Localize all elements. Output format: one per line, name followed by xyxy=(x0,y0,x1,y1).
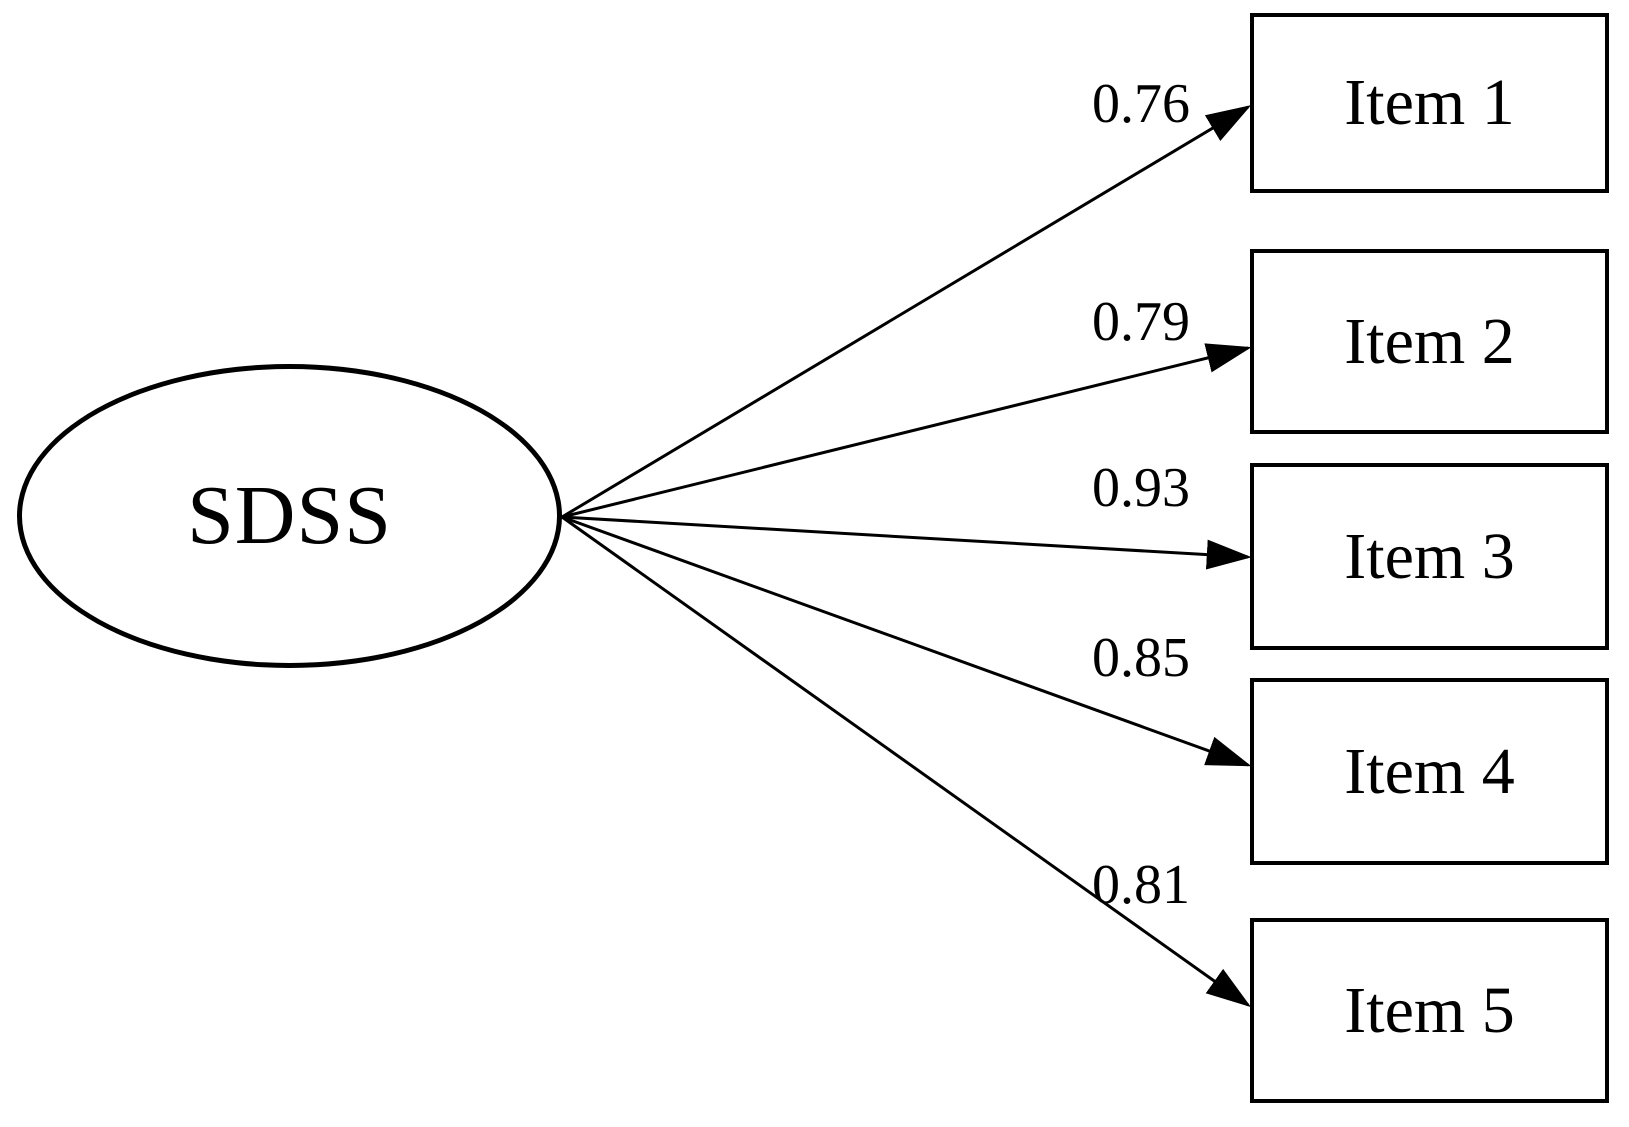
latent-variable-label: SDSS xyxy=(187,469,392,562)
item-2-box: Item 2 xyxy=(1250,249,1609,434)
loading-value-item-3: 0.93 xyxy=(1092,457,1190,519)
arrow-latent-to-item-3 xyxy=(561,515,1252,570)
arrow-latent-to-item-1 xyxy=(561,105,1252,519)
loading-value-item-2: 0.79 xyxy=(1092,291,1190,353)
latent-variable-ellipse: SDSS xyxy=(17,364,562,668)
item-1-box: Item 1 xyxy=(1250,13,1609,193)
loading-value-item-1: 0.76 xyxy=(1092,73,1190,135)
item-4-box: Item 4 xyxy=(1250,678,1609,865)
loading-value-item-4: 0.85 xyxy=(1092,627,1190,689)
arrow-latent-to-item-4 xyxy=(561,515,1252,767)
item-3-box: Item 3 xyxy=(1250,463,1609,650)
arrow-latent-to-item-5 xyxy=(561,515,1252,1008)
item-4-label: Item 4 xyxy=(1344,734,1515,808)
item-5-box: Item 5 xyxy=(1250,918,1609,1103)
item-2-label: Item 2 xyxy=(1344,304,1515,378)
item-5-label: Item 5 xyxy=(1344,973,1515,1047)
arrow-latent-to-item-2 xyxy=(561,343,1252,519)
item-3-label: Item 3 xyxy=(1344,519,1515,593)
item-1-label: Item 1 xyxy=(1344,66,1515,139)
loading-value-item-5: 0.81 xyxy=(1092,854,1190,916)
